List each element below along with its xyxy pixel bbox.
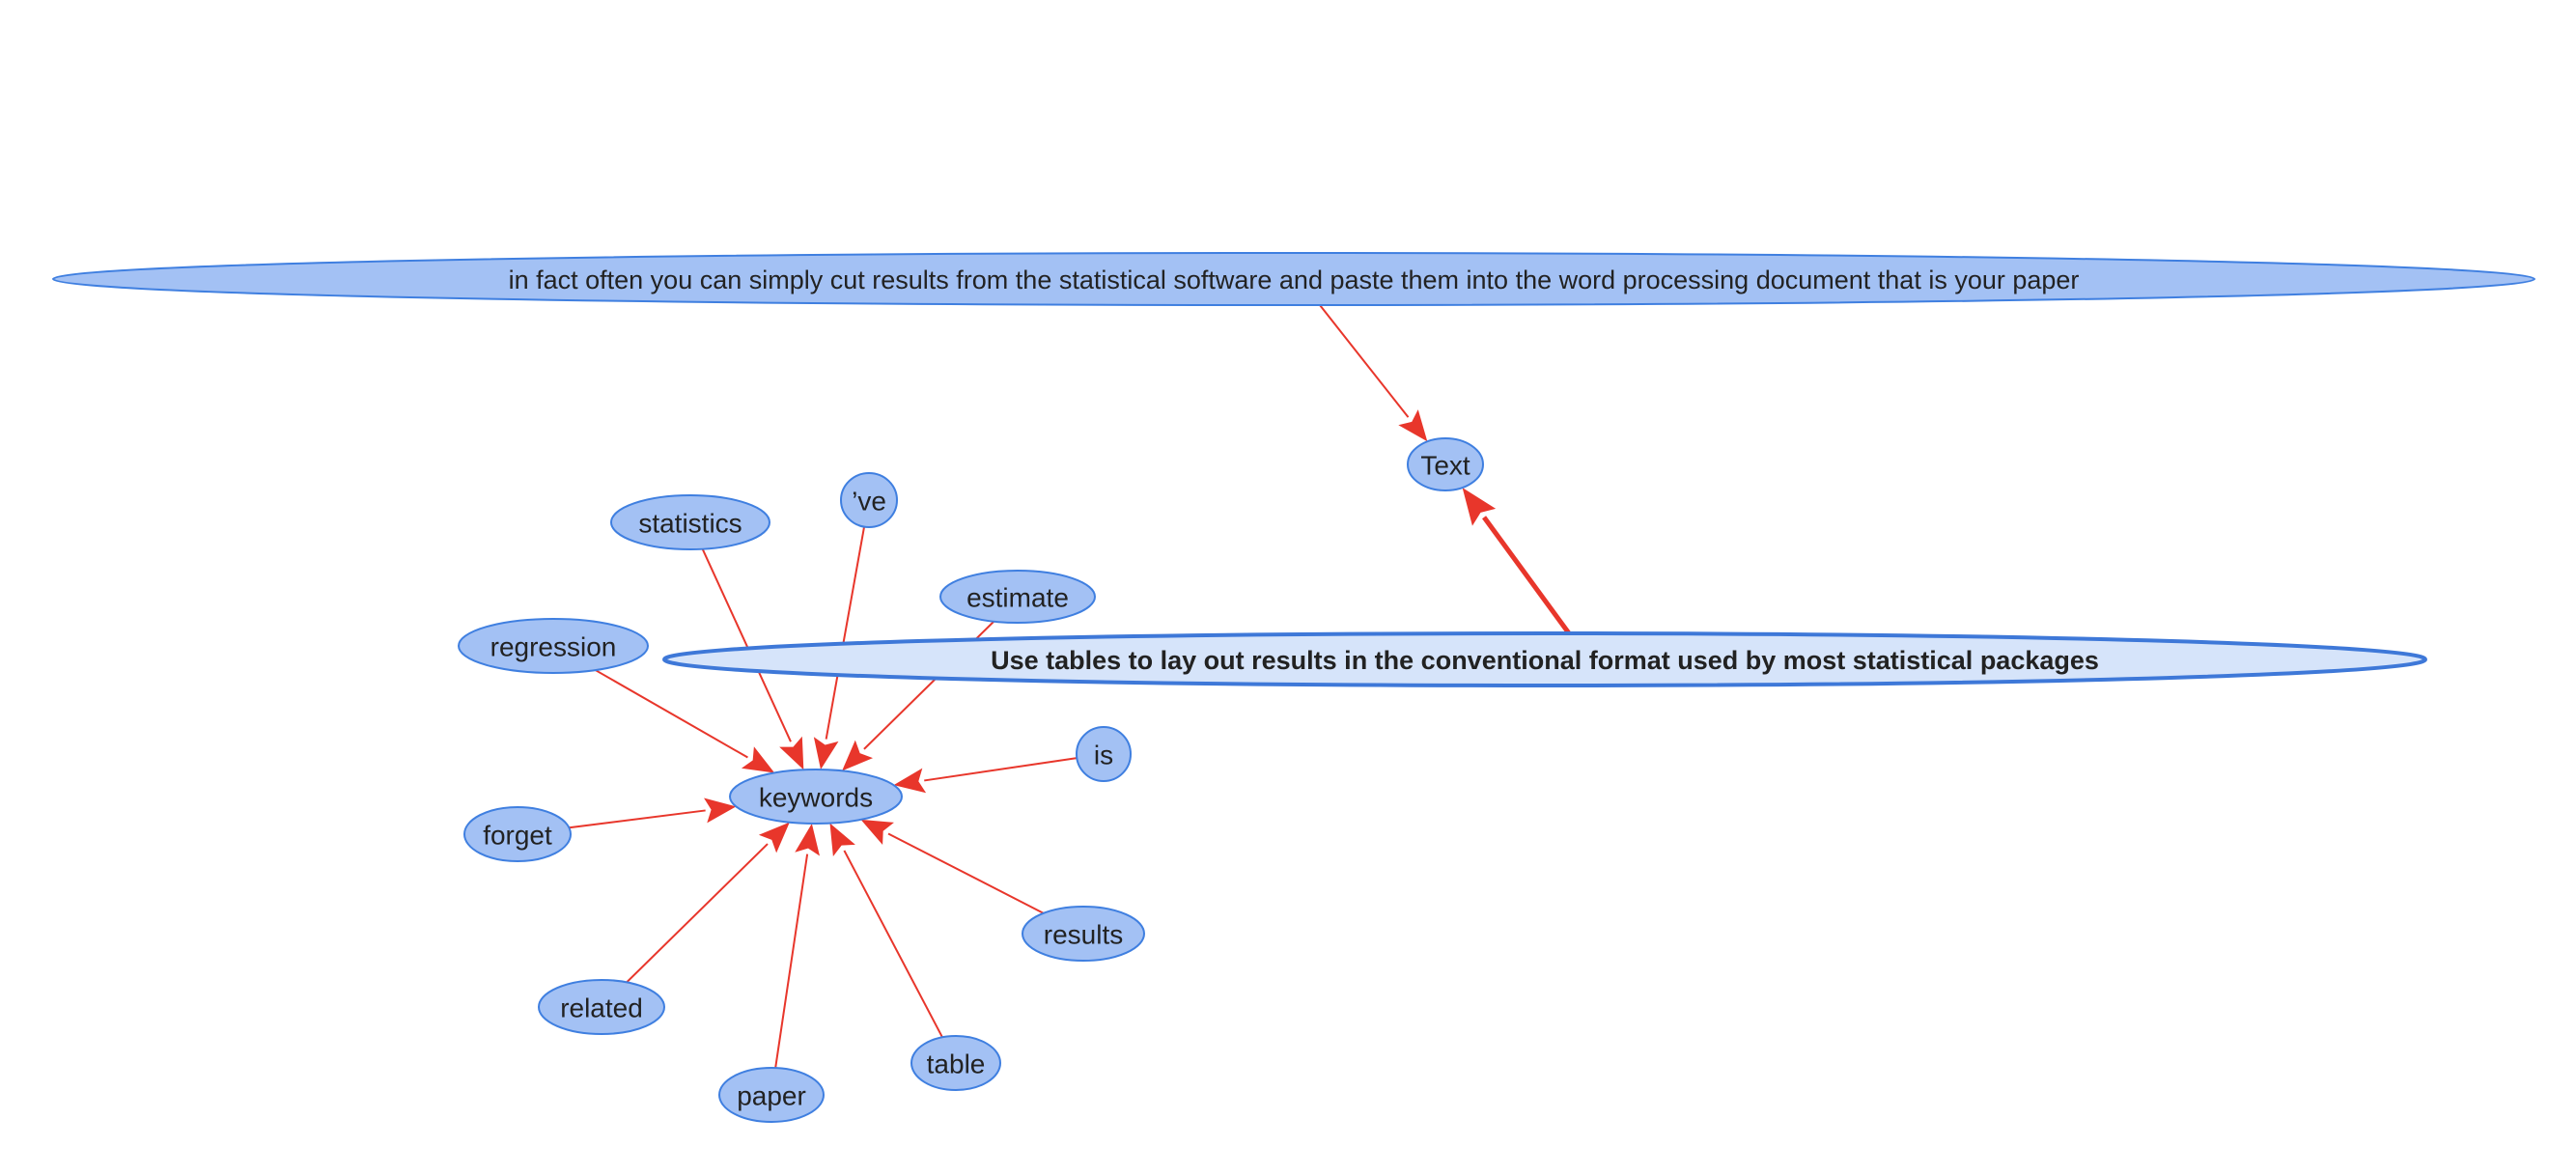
node-shape [729, 769, 903, 825]
node-sentence[interactable]: in fact often you can simply cut results… [52, 252, 2535, 306]
node-is[interactable]: is [1076, 726, 1132, 782]
node-label-ve: ’ve [852, 487, 886, 517]
node-shape [840, 472, 898, 528]
node-label-statistics: statistics [638, 509, 742, 539]
arrowhead [842, 740, 874, 771]
edge-statistics-to-keywords [701, 548, 804, 770]
node-shape [939, 570, 1096, 624]
node-label-forget: forget [483, 821, 552, 851]
edge-table-to-keywords [829, 823, 943, 1038]
node-label-estimate: estimate [966, 583, 1069, 613]
edge-ve-to-keywords [813, 526, 866, 770]
edge-sentence-to-text [1319, 304, 1428, 442]
node-shape [910, 1035, 1001, 1091]
edge-regression-to-keywords [595, 669, 775, 773]
node-label-text: Text [1420, 451, 1470, 481]
arrowhead [860, 819, 894, 846]
node-label-regression: regression [490, 632, 617, 662]
arrowhead [829, 823, 855, 856]
arrowhead [779, 736, 804, 770]
node-shape [458, 618, 649, 674]
node-label-related: related [560, 993, 643, 1023]
arrowhead [893, 768, 927, 794]
node-regression[interactable]: regression [458, 618, 649, 674]
node-shape [718, 1067, 825, 1123]
node-shape [538, 979, 665, 1035]
edge-results-to-keywords [860, 819, 1045, 914]
edge-line [569, 809, 706, 829]
edge-line [1319, 304, 1410, 418]
edge-line [774, 853, 809, 1069]
node-shape [52, 252, 2535, 306]
edge-line [701, 548, 792, 742]
node-label-paper: paper [737, 1081, 806, 1111]
node-shape [1022, 906, 1145, 962]
node-label-is: is [1094, 741, 1113, 770]
edges-layer [569, 304, 1572, 1069]
node-estimate[interactable]: estimate [939, 570, 1096, 624]
edge-main-to-text [1462, 488, 1572, 635]
edge-paper-to-keywords [774, 823, 820, 1069]
node-shape [662, 631, 2427, 687]
arrowhead [704, 797, 737, 824]
node-paper[interactable]: paper [718, 1067, 825, 1123]
node-keywords[interactable]: keywords [729, 769, 903, 825]
edge-related-to-keywords [626, 822, 790, 984]
edge-line [924, 757, 1078, 782]
node-text[interactable]: Text [1407, 437, 1484, 491]
node-label-table: table [927, 1049, 986, 1079]
arrowhead [741, 746, 775, 773]
node-shape [610, 494, 770, 550]
edge-line [825, 526, 866, 740]
edge-line [1482, 516, 1572, 635]
edge-is-to-keywords [893, 757, 1078, 794]
node-related[interactable]: related [538, 979, 665, 1035]
node-shape [1076, 726, 1132, 782]
node-shape [463, 806, 572, 862]
node-ve[interactable]: ’ve [840, 472, 898, 528]
arrowhead [813, 737, 839, 770]
node-results[interactable]: results [1022, 906, 1145, 962]
node-label-main: Use tables to lay out results in the con… [991, 646, 2099, 675]
node-statistics[interactable]: statistics [610, 494, 770, 550]
edge-forget-to-keywords [569, 797, 737, 829]
arrowhead [758, 822, 790, 853]
edge-line [595, 669, 748, 759]
edge-line [887, 832, 1045, 914]
arrowhead [795, 823, 820, 856]
node-shape [1407, 437, 1484, 491]
node-main[interactable]: Use tables to lay out results in the con… [662, 631, 2427, 687]
arrowhead [1462, 488, 1497, 526]
nodes-layer: in fact often you can simply cut results… [52, 252, 2535, 1123]
arrowhead [1398, 409, 1428, 442]
node-label-sentence: in fact often you can simply cut results… [509, 266, 2080, 294]
node-forget[interactable]: forget [463, 806, 572, 862]
node-label-results: results [1044, 920, 1123, 950]
node-label-keywords: keywords [759, 783, 873, 813]
edge-line [843, 850, 943, 1038]
edge-line [626, 843, 769, 984]
node-table[interactable]: table [910, 1035, 1001, 1091]
